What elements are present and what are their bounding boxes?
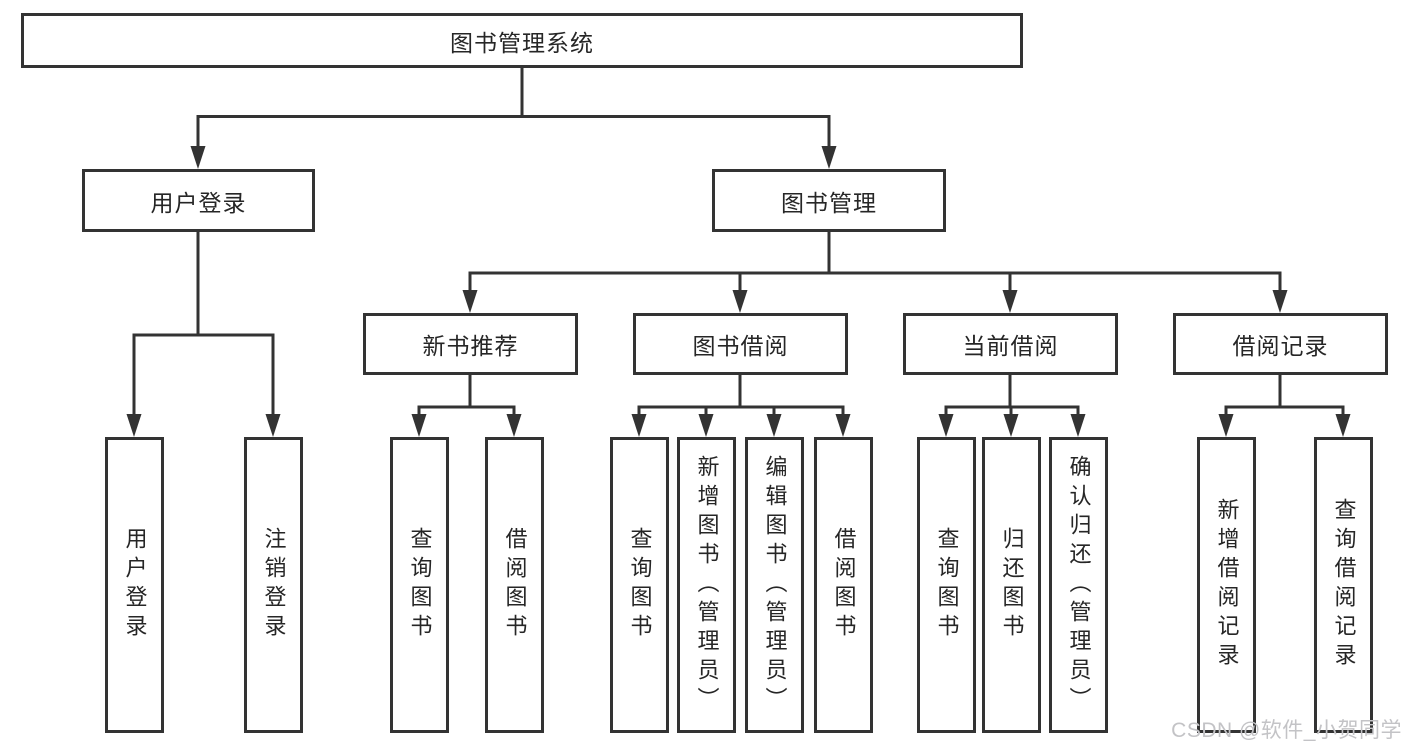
leaf-br-add-record: 新增借阅记录 [1197, 437, 1256, 733]
leaf-label: 新增借阅记录 [1214, 498, 1240, 672]
leaf-bb-query-books: 查询图书 [610, 437, 669, 733]
leaf-br-query-record: 查询借阅记录 [1314, 437, 1373, 733]
node-book-borrow: 图书借阅 [633, 313, 848, 375]
leaf-cb-confirm-return-admin: 确认归还（管理员） [1049, 437, 1108, 733]
leaf-bb-edit-books-admin: 编辑图书（管理员） [745, 437, 804, 733]
leaf-bb-borrow-books: 借阅图书 [814, 437, 873, 733]
node-library-management-system: 图书管理系统 [21, 13, 1023, 68]
leaf-label: 查询图书 [934, 527, 960, 643]
leaf-label: 借阅图书 [831, 527, 857, 643]
leaf-nb-borrow-books: 借阅图书 [485, 437, 544, 733]
node-current-borrow: 当前借阅 [903, 313, 1118, 375]
node-label: 图书借阅 [692, 333, 789, 359]
leaf-nb-query-books: 查询图书 [390, 437, 449, 733]
node-label: 当前借阅 [962, 333, 1059, 359]
node-new-book-recommend: 新书推荐 [363, 313, 578, 375]
leaf-bb-add-books-admin: 新增图书（管理员） [677, 437, 736, 733]
arrowheads [126, 146, 1351, 437]
leaf-cb-return-books: 归还图书 [982, 437, 1041, 733]
csdn-watermark: CSDN @软件_小贺同学 [1171, 719, 1402, 742]
node-user-login: 用户登录 [82, 169, 315, 232]
leaf-user-login: 用户登录 [105, 437, 164, 733]
node-borrow-records: 借阅记录 [1173, 313, 1388, 375]
leaf-label: 用户登录 [122, 527, 148, 643]
leaf-label: 确认归还（管理员） [1066, 454, 1092, 716]
leaf-label: 归还图书 [999, 527, 1025, 643]
leaf-label: 借阅图书 [502, 527, 528, 643]
node-label: 图书管理 [781, 189, 877, 216]
leaf-label: 查询图书 [627, 527, 653, 643]
leaf-cb-query-books: 查询图书 [917, 437, 976, 733]
leaf-label: 注销登录 [261, 527, 287, 643]
node-book-management: 图书管理 [712, 169, 946, 232]
node-label: 用户登录 [150, 189, 247, 216]
leaf-label: 查询图书 [407, 527, 433, 643]
leaf-label: 新增图书（管理员） [694, 454, 720, 716]
node-label: 借阅记录 [1232, 333, 1329, 359]
node-label: 新书推荐 [422, 333, 519, 359]
leaf-label: 查询借阅记录 [1331, 498, 1357, 672]
leaf-logout: 注销登录 [244, 437, 303, 733]
node-label: 图书管理系统 [450, 29, 594, 56]
leaf-label: 编辑图书（管理员） [762, 454, 788, 716]
